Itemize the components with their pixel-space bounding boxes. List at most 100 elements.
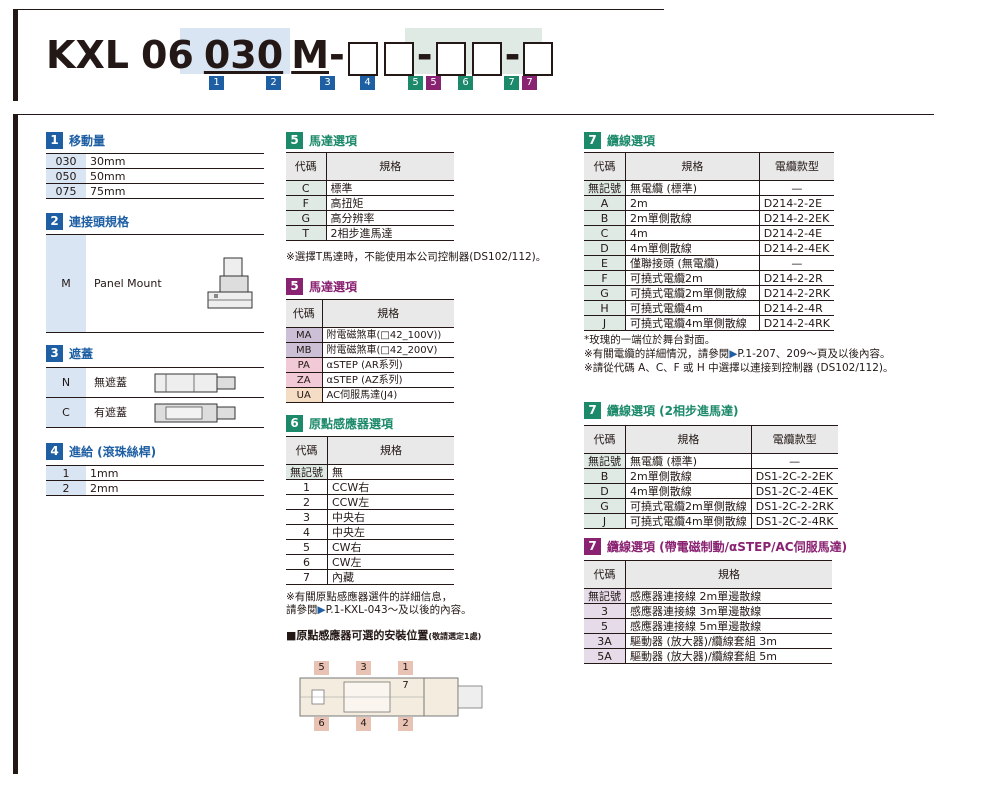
spec-cell: 可撓式電纜2m [625,270,760,286]
section-title: 原點感應器選項 [309,416,394,431]
page-link[interactable]: P.1-KXL-043～及以後的內容。 [325,604,472,616]
spec-cell: 感應器連接線 3m單邊散線 [625,603,832,619]
code-cell: A [584,195,626,211]
column-header: 代碼 [584,560,626,589]
spec-cell: 2m [625,195,760,211]
spec-cell: αSTEP (AR系列) [321,357,454,373]
body-side-bar [13,114,18,774]
code-cell: PA [286,357,322,373]
model-tag: 4 [360,76,375,90]
spec-cell: 無 [327,464,454,480]
code-cell: 3 [584,603,626,619]
code-cell: 4 [286,524,328,540]
code-cell: 3A [584,633,626,649]
section-title: 遮蓋 [69,346,94,361]
column-header: 規格 [327,436,454,465]
model-tag: 2 [266,76,281,90]
model-connector: M [291,33,330,77]
code-cell: ZA [286,372,322,388]
spec-cell: CW右 [327,539,454,555]
section-motor-alt-header: 5 馬達選項 [286,277,357,295]
table-header-row: 代碼規格 [286,299,454,328]
cable-model-cell: — [758,255,834,271]
section-title: 移動量 [69,133,106,148]
section-lead-header: 4 進給 (滾珠絲桿) [46,442,156,460]
note-text: 請參閱 [286,604,318,616]
mount-title-small: (敬請選定1處) [428,632,482,641]
cable-model-cell: DS1-2C-2-2EK [750,468,838,484]
spec-cell: 中央左 [327,524,454,540]
spec-cell: 2相步進馬達 [325,225,454,241]
table-header-row: 代碼規格 [286,152,454,181]
code-cell: H [584,300,626,316]
section-cable-stepper-header: 7 纜線選項 (2相步進馬達) [584,401,739,419]
code-cell: B [584,468,626,484]
cable-model-cell: D214-2-2R [758,270,834,286]
section-number: 4 [46,442,63,460]
section-number: 5 [286,277,303,295]
code-cell: 3 [286,509,328,525]
mount-tag: 4 [356,717,371,731]
section-number: 5 [286,131,303,149]
cable-note-2: ※有關電纜的詳細情況，請參閱▶P.1-207、209～頁及以後內容。 [584,347,890,361]
mount-tag: 6 [314,717,329,731]
table-header-row: 代碼規格電纜款型 [584,425,838,454]
code-cell: 030 [46,153,86,169]
section-title: 馬達選項 [309,279,358,294]
stage-outline-drawing [299,677,483,717]
code-cell: 5 [286,539,328,555]
code-cell: J [584,513,626,529]
page-arrow-icon: ▶ [729,348,738,360]
code-cell: B [584,210,626,226]
model-stroke: 030 [203,33,284,77]
spec-cell: 可撓式電纜4m單側散線 [625,315,760,331]
spec-cell: 僅聯接頭 (無電纜) [625,255,760,271]
cable-model-cell: D214-2-2EK [758,210,834,226]
spec-cell: 2mm [86,480,264,496]
page-link[interactable]: P.1-207、209～頁及以後內容。 [737,348,891,360]
code-cell: T [286,225,326,241]
code-cell: F [584,270,626,286]
spec-cell: CCW右 [327,479,454,495]
column-header: 規格 [625,425,752,454]
sensor-note-2: 請參閱▶P.1-KXL-043～及以後的內容。 [286,603,472,617]
column-header: 代碼 [286,299,322,328]
spec-text: Panel Mount [94,277,162,290]
note-text: ※有關電纜的詳細情況，請參閱 [584,348,730,360]
spec-cell: 4m [625,225,760,241]
code-cell: F [286,195,326,211]
table-row: 無記號無電纜 (標準)— [584,453,838,469]
section-motor-header: 5 馬達選項 [286,131,357,149]
spec-cell: 感應器連接線 2m單邊散線 [625,588,832,604]
table-header-row: 代碼規格 [286,436,454,465]
cable-model-cell: D214-2-4EK [758,240,834,256]
spec-cell: 4m單側散線 [625,240,760,256]
cable-model-cell: DS1-2C-2-2RK [750,498,838,514]
with-cover-drawing [154,403,236,423]
spec-cell: 感應器連接線 5m單邊散線 [625,618,832,634]
model-tag: 7 [504,76,519,90]
mount-position-drawing: 5 3 1 7 6 4 2 [298,660,498,732]
column-header: 代碼 [286,152,326,181]
spec-cell: 附電磁煞車(□42_100V)) [321,327,454,343]
column-header: 規格 [325,152,454,181]
